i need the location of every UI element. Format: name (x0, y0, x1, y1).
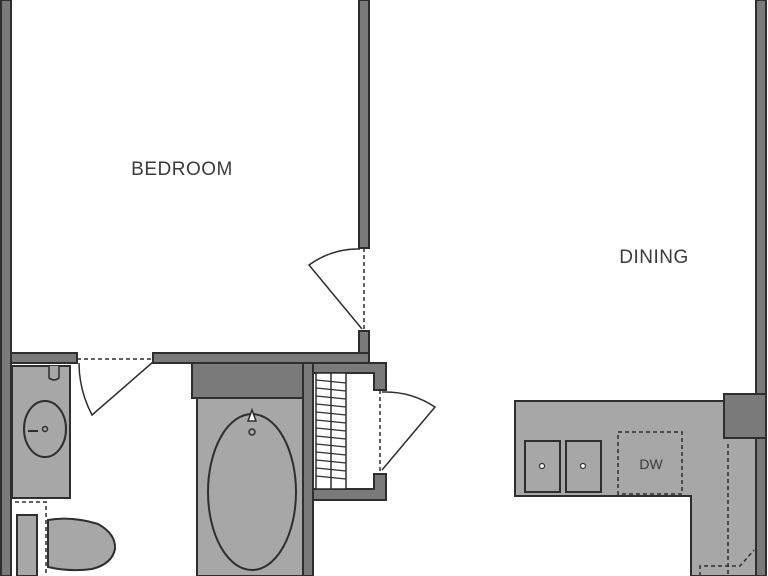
dishwasher-outline (617, 431, 683, 495)
toilet-bowl (47, 517, 117, 572)
bedroom-door-swing (307, 248, 363, 330)
toilet-tank (16, 514, 38, 576)
closet-door-swing (381, 391, 437, 471)
doors (77, 248, 437, 474)
tub-enclosure-wall (191, 362, 313, 399)
toilet (16, 514, 117, 576)
dishwasher-label: DW (639, 456, 663, 472)
right-exterior-wall (755, 0, 767, 401)
bedroom-bottom-wall-left (10, 352, 78, 364)
bathtub (196, 397, 304, 576)
towel-hook-icon (48, 366, 60, 381)
kitchen-right-wall (755, 437, 767, 576)
bath-door-swing (78, 361, 154, 417)
sink-right-drain-icon (579, 462, 587, 470)
kitchen-pillar (723, 393, 767, 439)
tub-drain-icon (248, 428, 256, 436)
closet-wall-bottom (312, 473, 387, 501)
bedroom-dining-partition (358, 0, 370, 249)
vanity (11, 365, 71, 576)
range-corner (699, 549, 755, 576)
closet-wall-top (312, 362, 387, 391)
kitchen (514, 400, 757, 576)
bedroom-bottom-wall-right (152, 352, 370, 364)
partition-stub (358, 330, 370, 356)
tub-inner (207, 413, 297, 571)
sink-left-drain-icon (538, 462, 546, 470)
bath-closet-divider (302, 362, 314, 576)
bedroom-label: BEDROOM (131, 159, 233, 180)
closet (315, 372, 347, 490)
left-exterior-wall (0, 0, 12, 576)
sink-basin (23, 400, 67, 458)
tub-faucet-icon (246, 407, 258, 422)
sink-drain-icon (41, 425, 49, 433)
cabinet-dashed-edge (15, 501, 47, 576)
dining-label: DINING (619, 247, 689, 268)
